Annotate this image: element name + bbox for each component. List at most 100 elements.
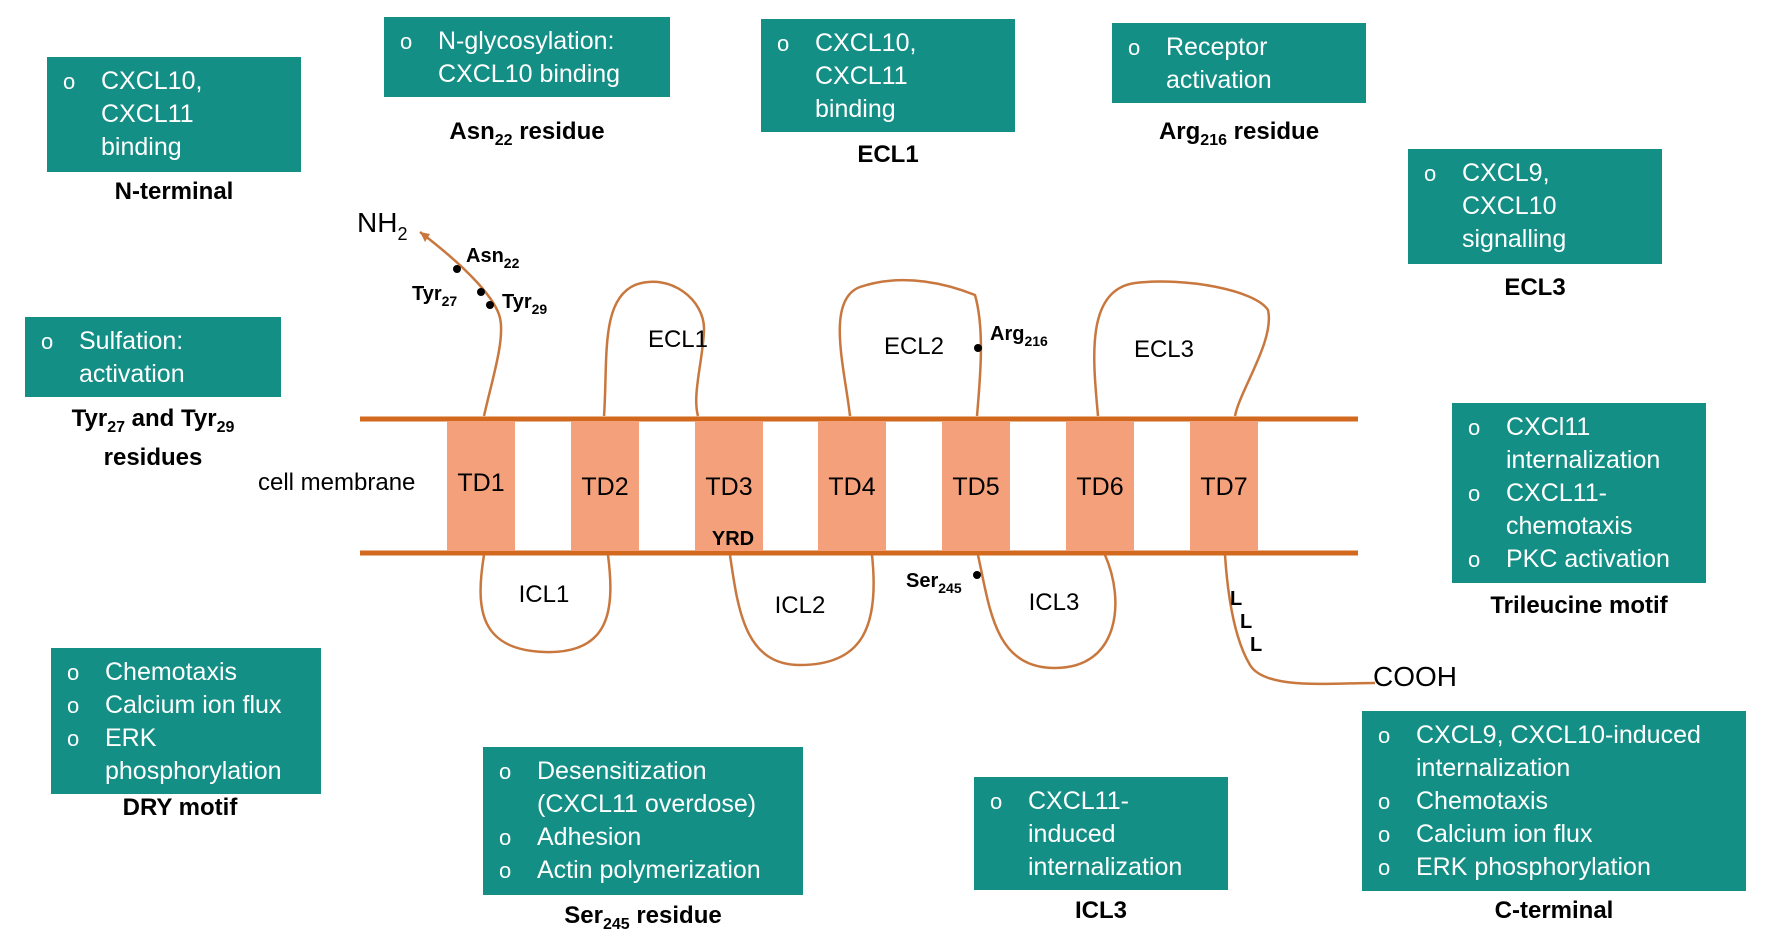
ecl1-label: ECL1 xyxy=(648,326,708,353)
trileucine-list: CXCl11 internalization CXCL11- chemotaxi… xyxy=(1466,411,1692,576)
td6-label: TD6 xyxy=(1076,473,1123,501)
ecl3-loop xyxy=(1093,280,1271,417)
nh2-label: NH2 xyxy=(357,207,407,244)
asn22-label: Asn22 xyxy=(466,245,520,271)
trileucine-box: CXCl11 internalization CXCL11- chemotaxi… xyxy=(1452,403,1706,583)
list-item: Calcium ion flux xyxy=(65,689,307,722)
yrd-label: YRD xyxy=(712,528,754,550)
dry-box: Chemotaxis Calcium ion flux ERK phosphor… xyxy=(51,648,321,794)
list-item: PKC activation xyxy=(1466,543,1692,576)
list-item: ERK phosphorylation xyxy=(65,722,307,788)
helix-td7 xyxy=(1190,421,1258,551)
icl3-list: CXCL11- induced internalization xyxy=(988,785,1214,884)
leucine-2: L xyxy=(1240,611,1252,633)
list-item: Actin polymerization xyxy=(497,854,789,887)
tyr27-label: Tyr27 xyxy=(412,283,457,309)
list-item: Adhesion xyxy=(497,821,789,854)
icl3-box: CXCL11- induced internalization xyxy=(974,777,1228,890)
arg216-label: Arg216 xyxy=(990,323,1048,349)
leucine-3: L xyxy=(1250,634,1262,656)
helix-td1 xyxy=(447,421,515,551)
n-terminal-tail xyxy=(419,231,503,417)
helix-td4 xyxy=(818,421,886,551)
td4-label: TD4 xyxy=(828,473,875,501)
helix-td3 xyxy=(695,421,763,551)
list-item: CXCL9, CXCL10 signalling xyxy=(1422,157,1648,256)
nh2-arrowhead xyxy=(420,232,430,242)
list-item: CXCL10, CXCL11 binding xyxy=(775,27,1001,126)
helix-td5 xyxy=(942,421,1010,551)
helix-td2 xyxy=(571,421,639,551)
list-item: CXCL10, CXCL11 binding xyxy=(61,65,287,164)
td7-label: TD7 xyxy=(1200,473,1247,501)
c-terminal-box: CXCL9, CXCL10-induced internalization Ch… xyxy=(1362,711,1746,891)
ser245-caption: Ser245 residue xyxy=(564,902,722,933)
cooh-label: COOH xyxy=(1373,661,1457,692)
tyr-box: Sulfation: activation xyxy=(25,317,281,397)
ser245-list: Desensitization (CXCL11 overdose) Adhesi… xyxy=(497,755,789,887)
list-item: Chemotaxis xyxy=(1376,785,1732,818)
arg216-box: Receptor activation xyxy=(1112,23,1366,103)
icl3-caption: ICL3 xyxy=(1074,897,1127,924)
leucine-1: L xyxy=(1230,588,1242,610)
asn22-box: N-glycosylation: CXCL10 binding xyxy=(384,17,670,97)
c-terminal-caption: C-terminal xyxy=(1494,897,1614,924)
n-terminal-caption: N-terminal xyxy=(114,178,234,205)
list-item: CXCl11 internalization xyxy=(1466,411,1692,477)
list-item: CXCL11- induced internalization xyxy=(988,785,1214,884)
trileucine-caption: Trileucine motif xyxy=(1490,592,1668,619)
td1-label: TD1 xyxy=(457,469,504,497)
ecl1-list: CXCL10, CXCL11 binding xyxy=(775,27,1001,126)
tyr27-dot xyxy=(477,288,485,296)
dry-caption: DRY motif xyxy=(122,794,238,821)
list-item: CXCL9, CXCL10-induced internalization xyxy=(1376,719,1732,785)
ecl1-loop xyxy=(602,280,706,417)
arg216-dot xyxy=(974,344,982,352)
ecl3-caption: ECL3 xyxy=(1504,274,1566,301)
ecl3-list: CXCL9, CXCL10 signalling xyxy=(1422,157,1648,256)
list-item: Desensitization (CXCL11 overdose) xyxy=(497,755,789,821)
ecl1-caption: ECL1 xyxy=(857,141,919,168)
tyr29-label: Tyr29 xyxy=(502,291,547,317)
icl1-loop xyxy=(479,554,612,654)
list-item: Receptor activation xyxy=(1126,31,1352,97)
list-item: Calcium ion flux xyxy=(1376,818,1732,851)
n-terminal-box: CXCL10, CXCL11 binding xyxy=(47,57,301,172)
list-item: CXCL11- chemotaxis xyxy=(1466,477,1692,543)
list-item: ERK phosphorylation xyxy=(1376,851,1732,884)
td2-label: TD2 xyxy=(581,473,628,501)
ecl1-box: CXCL10, CXCL11 binding xyxy=(761,19,1015,132)
helix-td6 xyxy=(1066,421,1134,551)
c-terminal-tail xyxy=(1223,554,1376,686)
tyr29-dot xyxy=(486,301,494,309)
list-item: Sulfation: activation xyxy=(39,325,267,391)
list-item: N-glycosylation: CXCL10 binding xyxy=(398,25,656,91)
arg216-caption: Arg216 residue xyxy=(1158,118,1320,149)
ser245-box: Desensitization (CXCL11 overdose) Adhesi… xyxy=(483,747,803,895)
icl2-loop xyxy=(728,554,875,667)
asn22-dot xyxy=(453,265,461,273)
td5-label: TD5 xyxy=(952,473,999,501)
ecl3-label: ECL3 xyxy=(1134,336,1194,363)
ser245-label: Ser245 xyxy=(906,570,962,596)
dry-list: Chemotaxis Calcium ion flux ERK phosphor… xyxy=(65,656,307,788)
icl1-label: ICL1 xyxy=(519,581,570,608)
icl2-label: ICL2 xyxy=(775,592,826,619)
arg216-list: Receptor activation xyxy=(1126,31,1352,97)
ecl3-box: CXCL9, CXCL10 signalling xyxy=(1408,149,1662,264)
tyr-list: Sulfation: activation xyxy=(39,325,267,391)
ecl2-label: ECL2 xyxy=(884,333,944,360)
list-item: Chemotaxis xyxy=(65,656,307,689)
asn22-caption: Asn22 residue xyxy=(449,118,605,149)
icl3-loop xyxy=(976,554,1117,670)
n-terminal-list: CXCL10, CXCL11 binding xyxy=(61,65,287,164)
cell-membrane-label: cell membrane xyxy=(258,469,415,496)
icl3-label: ICL3 xyxy=(1029,589,1080,616)
td3-label: TD3 xyxy=(705,473,752,501)
ser245-dot xyxy=(973,571,981,579)
asn22-list: N-glycosylation: CXCL10 binding xyxy=(398,25,656,91)
c-terminal-list: CXCL9, CXCL10-induced internalization Ch… xyxy=(1376,719,1732,884)
ecl2-loop xyxy=(838,278,983,417)
